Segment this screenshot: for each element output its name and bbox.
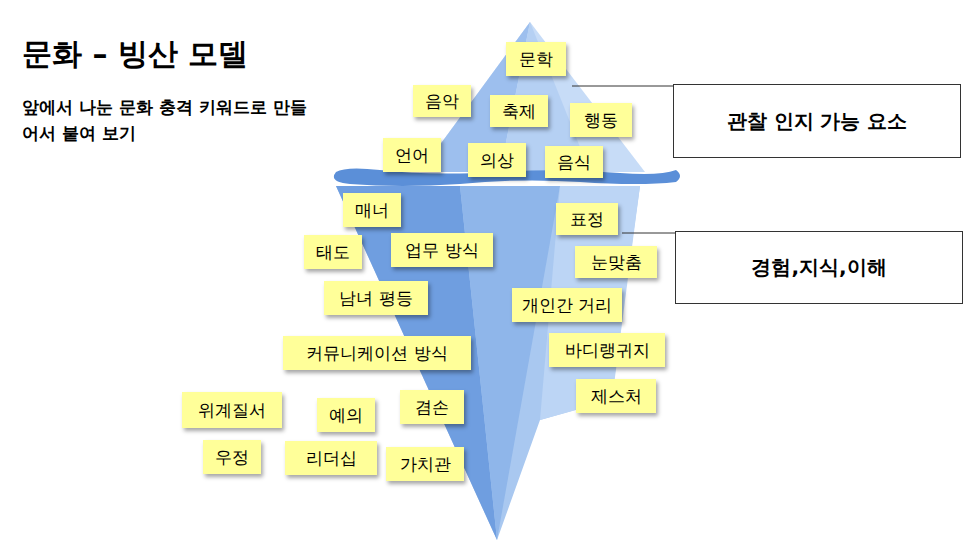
note-label: 예의 bbox=[329, 404, 363, 427]
iceberg-tip bbox=[420, 22, 645, 172]
callout-box: 관찰 인지 가능 요소 bbox=[673, 84, 961, 158]
sticky-note: 리더십 bbox=[285, 441, 377, 475]
sticky-note: 표정 bbox=[556, 203, 618, 235]
sticky-note: 음악 bbox=[413, 85, 471, 117]
instruction-text: 앞에서 나눈 문화 충격 키워드로 만들어서 붙여 보기 bbox=[22, 94, 322, 146]
sticky-note: 의상 bbox=[468, 143, 526, 177]
sticky-note: 축제 bbox=[490, 95, 548, 127]
note-label: 언어 bbox=[395, 144, 429, 167]
sticky-note: 커뮤니케이션 방식 bbox=[283, 336, 471, 370]
sticky-note: 겸손 bbox=[400, 390, 464, 424]
note-label: 커뮤니케이션 방식 bbox=[306, 342, 447, 365]
sticky-note: 눈맞춤 bbox=[575, 246, 657, 278]
sticky-note: 우정 bbox=[203, 440, 261, 474]
note-label: 눈맞춤 bbox=[591, 251, 642, 274]
note-label: 표정 bbox=[570, 208, 604, 231]
note-label: 위계질서 bbox=[198, 399, 266, 422]
note-label: 축제 bbox=[502, 100, 536, 123]
sticky-note: 제스처 bbox=[576, 379, 656, 413]
box-label: 관찰 인지 가능 요소 bbox=[727, 108, 908, 135]
sticky-note: 위계질서 bbox=[182, 392, 282, 428]
sticky-note: 언어 bbox=[383, 138, 441, 172]
sticky-note: 매너 bbox=[343, 193, 401, 227]
note-label: 남녀 평등 bbox=[339, 287, 412, 310]
sticky-note: 업무 방식 bbox=[391, 233, 493, 267]
note-label: 바디랭귀지 bbox=[565, 339, 650, 362]
sticky-note: 음식 bbox=[545, 146, 603, 178]
note-label: 제스처 bbox=[591, 385, 642, 408]
box-label: 경험,지식,이해 bbox=[751, 254, 886, 281]
sticky-note: 가치관 bbox=[386, 447, 464, 481]
leader-line bbox=[572, 86, 673, 87]
note-label: 가치관 bbox=[400, 453, 451, 476]
sticky-note: 남녀 평등 bbox=[324, 281, 428, 315]
note-label: 겸손 bbox=[415, 396, 449, 419]
note-label: 개인간 거리 bbox=[522, 294, 612, 317]
note-label: 우정 bbox=[215, 446, 249, 469]
sticky-note: 행동 bbox=[570, 103, 632, 137]
note-label: 문학 bbox=[519, 48, 553, 71]
slide-title: 문화 – 빙산 모델 bbox=[22, 34, 248, 75]
note-label: 매너 bbox=[355, 199, 389, 222]
sticky-note: 문학 bbox=[506, 42, 566, 76]
note-label: 의상 bbox=[480, 149, 514, 172]
callout-box: 경험,지식,이해 bbox=[675, 231, 963, 304]
note-label: 행동 bbox=[584, 109, 618, 132]
note-label: 업무 방식 bbox=[405, 239, 478, 262]
sticky-note: 예의 bbox=[317, 398, 375, 432]
sticky-note: 바디랭귀지 bbox=[549, 333, 665, 367]
leader-line bbox=[622, 233, 675, 234]
note-label: 리더십 bbox=[306, 447, 357, 470]
sticky-note: 개인간 거리 bbox=[512, 288, 622, 322]
note-label: 태도 bbox=[316, 241, 350, 264]
note-label: 음식 bbox=[557, 151, 591, 174]
note-label: 음악 bbox=[425, 90, 459, 113]
sticky-note: 태도 bbox=[304, 235, 362, 269]
